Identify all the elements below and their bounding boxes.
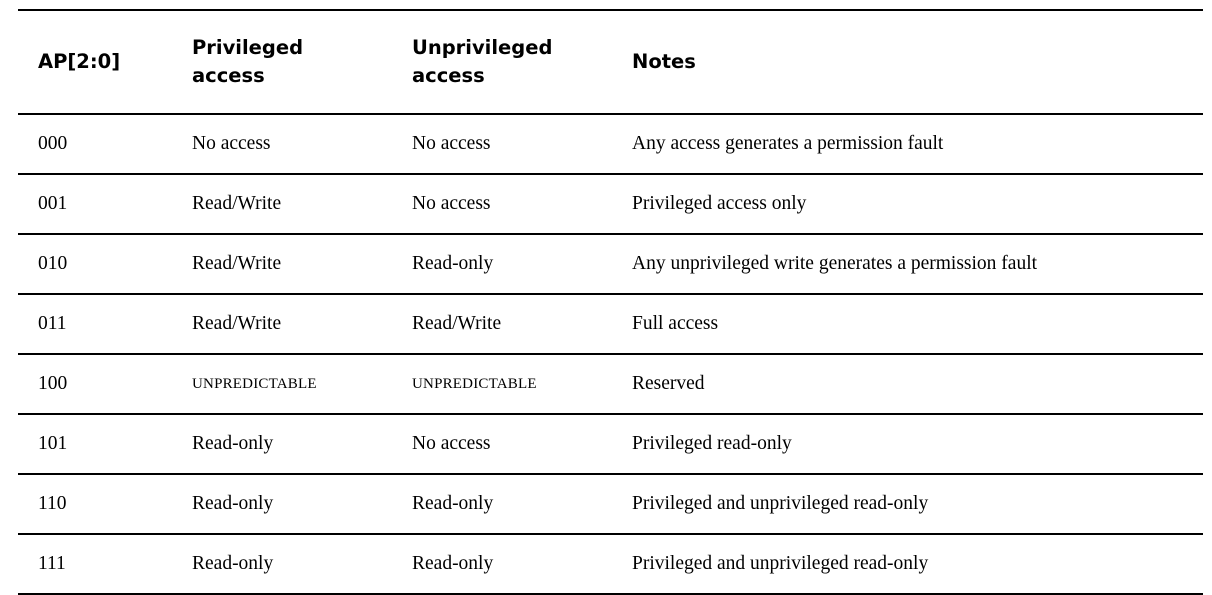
- cell-unprivileged-access: No access: [392, 174, 614, 235]
- cell-privileged-access-text: Read-only: [192, 553, 274, 574]
- cell-privileged-access-text: UNPREDICTABLE: [192, 376, 317, 392]
- column-header-unprivileged-access-line1: Unprivileged: [412, 36, 553, 59]
- cell-privileged-access: UNPREDICTABLE: [172, 354, 392, 415]
- table-row: 100 UNPREDICTABLE UNPREDICTABLE Reserved: [18, 354, 1203, 415]
- column-header-notes-line1: Notes: [632, 50, 696, 73]
- column-header-privileged-access-line1: Privileged: [192, 36, 304, 59]
- cell-notes-text: Privileged access only: [632, 193, 807, 214]
- cell-ap-text: 101: [38, 433, 68, 454]
- cell-ap-text: 001: [38, 193, 68, 214]
- column-header-unprivileged-access-line2: access: [412, 64, 485, 87]
- cell-unprivileged-access: UNPREDICTABLE: [392, 354, 614, 415]
- cell-notes: Privileged access only: [614, 174, 1203, 235]
- column-header-notes: Notes: [614, 9, 1203, 115]
- cell-ap: 011: [18, 294, 172, 355]
- table-row: 001 Read/Write No access Privileged acce…: [18, 174, 1203, 235]
- column-header-unprivileged-access: Unprivileged access: [392, 9, 614, 115]
- table-body: 000 No access No access Any access gener…: [18, 114, 1203, 595]
- cell-privileged-access-text: Read-only: [192, 493, 274, 514]
- cell-ap: 100: [18, 354, 172, 415]
- cell-privileged-access-text: Read-only: [192, 433, 274, 454]
- cell-ap: 110: [18, 474, 172, 535]
- cell-unprivileged-access: Read/Write: [392, 294, 614, 355]
- cell-notes-text: Any access generates a permission fault: [632, 133, 944, 154]
- cell-notes-text: Reserved: [632, 373, 705, 394]
- table-row: 111 Read-only Read-only Privileged and u…: [18, 534, 1203, 595]
- cell-ap-text: 011: [38, 313, 67, 334]
- table-row: 010 Read/Write Read-only Any unprivilege…: [18, 234, 1203, 295]
- cell-privileged-access-text: Read/Write: [192, 193, 282, 214]
- cell-unprivileged-access-text: No access: [412, 193, 491, 214]
- column-header-ap-line1: AP[2:0]: [38, 50, 121, 73]
- column-header-ap: AP[2:0]: [18, 9, 172, 115]
- cell-ap: 111: [18, 534, 172, 595]
- cell-ap: 010: [18, 234, 172, 295]
- table-row: 011 Read/Write Read/Write Full access: [18, 294, 1203, 355]
- cell-privileged-access: Read-only: [172, 474, 392, 535]
- cell-unprivileged-access-text: Read-only: [412, 493, 494, 514]
- cell-notes-text: Full access: [632, 313, 719, 334]
- access-permissions-table: AP[2:0] Privileged access Unprivileged a…: [18, 9, 1203, 595]
- cell-notes-text: Privileged and unprivileged read-only: [632, 493, 929, 514]
- cell-ap-text: 111: [38, 553, 66, 574]
- cell-unprivileged-access: No access: [392, 414, 614, 475]
- cell-unprivileged-access-text: No access: [412, 133, 491, 154]
- cell-notes: Full access: [614, 294, 1203, 355]
- cell-notes: Any access generates a permission fault: [614, 114, 1203, 175]
- cell-notes: Privileged and unprivileged read-only: [614, 534, 1203, 595]
- cell-notes: Reserved: [614, 354, 1203, 415]
- table-row: 110 Read-only Read-only Privileged and u…: [18, 474, 1203, 535]
- cell-unprivileged-access-text: Read-only: [412, 553, 494, 574]
- cell-unprivileged-access: No access: [392, 114, 614, 175]
- cell-unprivileged-access-text: Read-only: [412, 253, 494, 274]
- cell-notes-text: Any unprivileged write generates a permi…: [632, 253, 1038, 274]
- cell-notes: Privileged and unprivileged read-only: [614, 474, 1203, 535]
- cell-privileged-access: Read-only: [172, 414, 392, 475]
- cell-privileged-access: Read-only: [172, 534, 392, 595]
- cell-notes-text: Privileged read-only: [632, 433, 792, 454]
- column-header-privileged-access: Privileged access: [172, 9, 392, 115]
- cell-privileged-access-text: Read/Write: [192, 253, 282, 274]
- cell-ap: 001: [18, 174, 172, 235]
- cell-unprivileged-access-text: No access: [412, 433, 491, 454]
- cell-ap-text: 110: [38, 493, 67, 514]
- cell-privileged-access-text: Read/Write: [192, 313, 282, 334]
- cell-ap-text: 100: [38, 373, 68, 394]
- column-header-privileged-access-line2: access: [192, 64, 265, 87]
- cell-privileged-access-text: No access: [192, 133, 271, 154]
- cell-privileged-access: No access: [172, 114, 392, 175]
- cell-ap-text: 010: [38, 253, 68, 274]
- cell-notes-text: Privileged and unprivileged read-only: [632, 553, 929, 574]
- cell-unprivileged-access: Read-only: [392, 234, 614, 295]
- cell-privileged-access: Read/Write: [172, 294, 392, 355]
- cell-notes: Privileged read-only: [614, 414, 1203, 475]
- cell-unprivileged-access: Read-only: [392, 474, 614, 535]
- cell-ap-text: 000: [38, 133, 68, 154]
- cell-unprivileged-access-text: Read/Write: [412, 313, 502, 334]
- table-header: AP[2:0] Privileged access Unprivileged a…: [18, 9, 1203, 115]
- cell-ap: 000: [18, 114, 172, 175]
- cell-unprivileged-access: Read-only: [392, 534, 614, 595]
- cell-privileged-access: Read/Write: [172, 234, 392, 295]
- table-header-row: AP[2:0] Privileged access Unprivileged a…: [18, 9, 1203, 115]
- cell-privileged-access: Read/Write: [172, 174, 392, 235]
- cell-ap: 101: [18, 414, 172, 475]
- table-row: 000 No access No access Any access gener…: [18, 114, 1203, 175]
- cell-unprivileged-access-text: UNPREDICTABLE: [412, 376, 537, 392]
- table-row: 101 Read-only No access Privileged read-…: [18, 414, 1203, 475]
- cell-notes: Any unprivileged write generates a permi…: [614, 234, 1203, 295]
